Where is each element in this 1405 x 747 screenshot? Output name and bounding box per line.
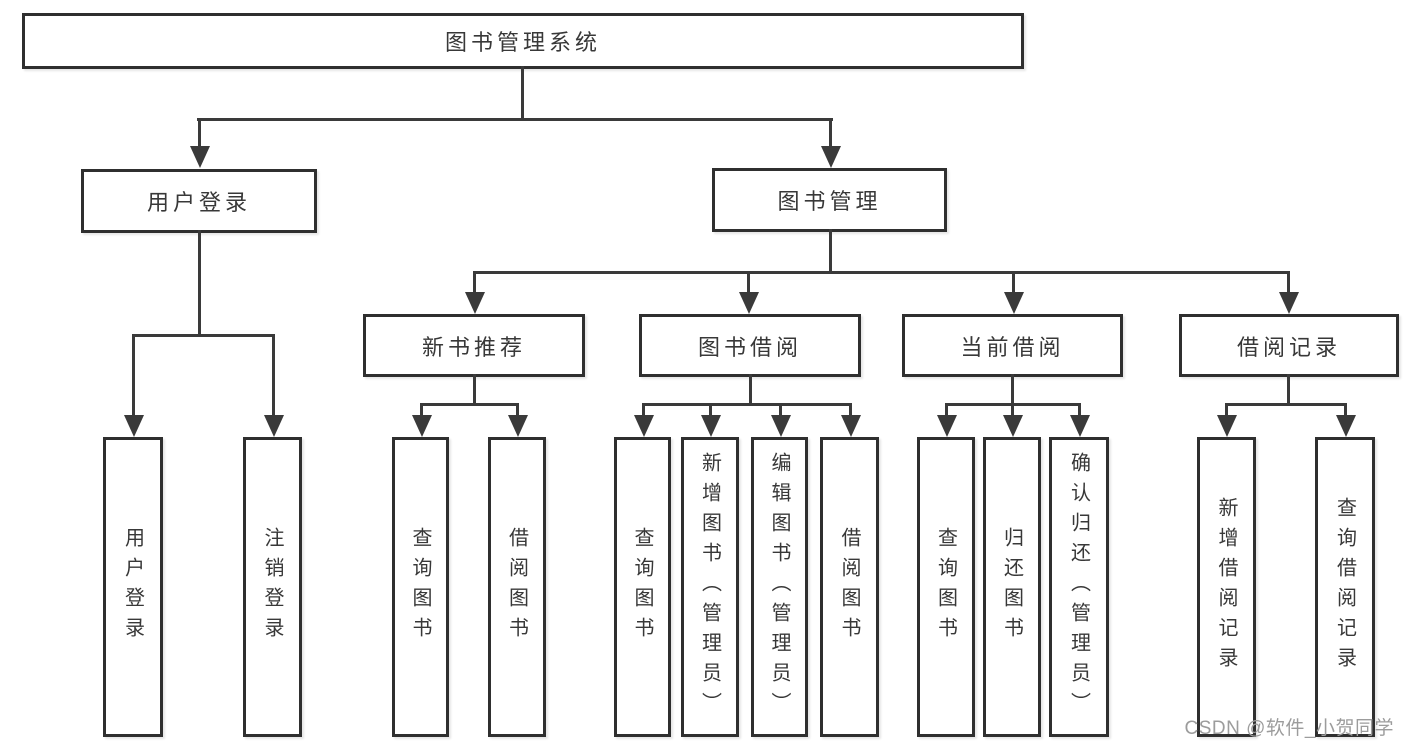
connector-vline — [749, 374, 752, 405]
connector-hline — [420, 403, 519, 406]
node-book-borrowing: 图书借阅 — [639, 314, 861, 377]
node-user-login: 用户登录 — [81, 169, 317, 233]
leaf-confirm-return-admin: 确认归还（管理员） — [1049, 437, 1109, 737]
arrow-stem — [198, 118, 201, 148]
arrow-head-icon — [1070, 415, 1090, 437]
arrow-head-icon — [841, 415, 861, 437]
leaf-query-book-current: 查询图书 — [917, 437, 975, 737]
arrow-head-icon — [821, 146, 841, 168]
connector-vline — [1287, 374, 1290, 405]
leaf-logout: 注销登录 — [243, 437, 302, 737]
node-borrowing-records: 借阅记录 — [1179, 314, 1399, 377]
arrow-head-icon — [1279, 292, 1299, 314]
connector-hline — [1225, 403, 1347, 406]
arrow-stem — [272, 334, 275, 417]
leaf-return-book: 归还图书 — [983, 437, 1041, 737]
watermark: CSDN @软件_小贺同学 — [1184, 718, 1394, 739]
arrow-stem — [516, 403, 519, 417]
arrow-head-icon — [739, 292, 759, 314]
arrow-stem — [1225, 403, 1228, 417]
leaf-query-borrow-record: 查询借阅记录 — [1315, 437, 1375, 737]
arrow-head-icon — [508, 415, 528, 437]
connector-hline — [132, 334, 275, 337]
node-book-management: 图书管理 — [712, 168, 947, 232]
arrow-stem — [779, 403, 782, 417]
connector-vline — [829, 229, 832, 273]
connector-vline — [1011, 374, 1014, 405]
leaf-add-borrow-record: 新增借阅记录 — [1197, 437, 1256, 737]
connector-hline — [473, 271, 1290, 274]
arrow-stem — [1344, 403, 1347, 417]
connector-hline — [197, 118, 833, 121]
connector-vline — [198, 230, 201, 336]
arrow-head-icon — [1003, 415, 1023, 437]
arrow-head-icon — [264, 415, 284, 437]
arrow-head-icon — [1217, 415, 1237, 437]
arrow-stem — [1287, 271, 1290, 294]
arrow-head-icon — [1336, 415, 1356, 437]
arrow-head-icon — [634, 415, 654, 437]
arrow-head-icon — [465, 292, 485, 314]
arrow-stem — [132, 334, 135, 417]
arrow-stem — [849, 403, 852, 417]
node-root: 图书管理系统 — [22, 13, 1024, 69]
arrow-stem — [1078, 403, 1081, 417]
arrow-stem — [420, 403, 423, 417]
leaf-query-book-borrowing: 查询图书 — [614, 437, 671, 737]
node-new-book-recommendation: 新书推荐 — [363, 314, 585, 377]
arrow-head-icon — [701, 415, 721, 437]
leaf-add-book-admin: 新增图书（管理员） — [681, 437, 739, 737]
arrow-head-icon — [937, 415, 957, 437]
leaf-edit-book-admin: 编辑图书（管理员） — [751, 437, 808, 737]
arrow-head-icon — [1004, 292, 1024, 314]
arrow-stem — [473, 271, 476, 294]
arrow-head-icon — [124, 415, 144, 437]
arrow-stem — [642, 403, 645, 417]
leaf-borrow-book-recommend: 借阅图书 — [488, 437, 546, 737]
arrow-head-icon — [412, 415, 432, 437]
arrow-stem — [829, 118, 832, 148]
arrow-stem — [1011, 403, 1014, 417]
connector-vline — [473, 374, 476, 405]
connector-hline — [642, 403, 852, 406]
node-current-borrowing: 当前借阅 — [902, 314, 1123, 377]
arrow-stem — [945, 403, 948, 417]
leaf-borrow-book: 借阅图书 — [820, 437, 879, 737]
connector-vline — [521, 66, 524, 120]
arrow-head-icon — [771, 415, 791, 437]
leaf-user-login: 用户登录 — [103, 437, 163, 737]
arrow-head-icon — [190, 146, 210, 168]
arrow-stem — [709, 403, 712, 417]
leaf-query-book-recommend: 查询图书 — [392, 437, 449, 737]
arrow-stem — [747, 271, 750, 294]
arrow-stem — [1012, 271, 1015, 294]
